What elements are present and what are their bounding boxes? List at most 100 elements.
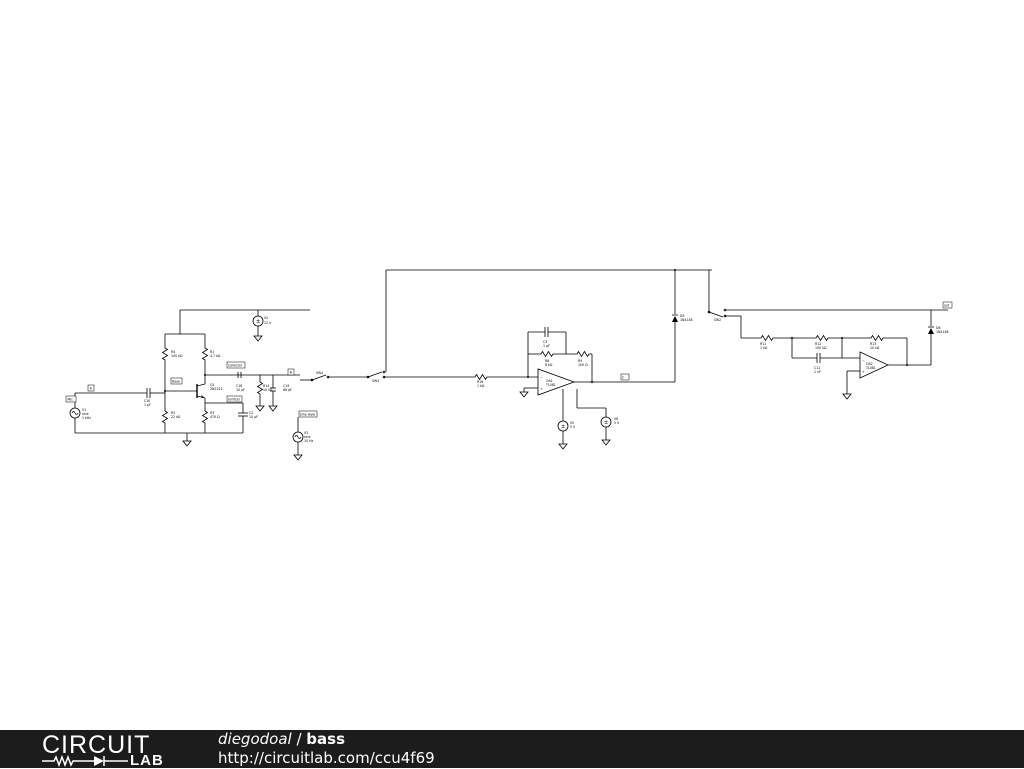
r13-name: R13	[870, 342, 876, 346]
sw2-name: SW2	[714, 318, 721, 322]
svg-text:Mic: Mic	[68, 398, 74, 402]
c2-name: C2	[249, 411, 253, 415]
oa2-value: TL081	[865, 366, 876, 370]
logo-text-circuit: CIRCUIT	[42, 731, 151, 759]
r13-value: 10 kΩ	[870, 346, 880, 350]
svg-text:Sine level: Sine level	[300, 413, 316, 417]
project-title: diegodoal / bass	[218, 730, 345, 748]
c3-value: 1 µF	[543, 344, 550, 348]
d6-value: 1N4148	[936, 330, 949, 334]
circuitlab-logo[interactable]: CIRCUIT LAB	[42, 731, 177, 769]
r4-name: R4	[171, 350, 175, 354]
source-v1	[69, 407, 81, 419]
svg-text:Emitter: Emitter	[228, 398, 240, 402]
svg-text:out: out	[944, 304, 950, 308]
sw4-name: SW4	[316, 371, 323, 375]
r16-value: 1 kΩ	[477, 384, 485, 388]
net-label-sine-level: Sine level	[298, 410, 318, 418]
c18-name: C18	[236, 384, 242, 388]
preamp-stage: ± V2 12 V R4 100 kΩ R2 22 kΩ R1 4.7 kΩ R…	[65, 309, 310, 447]
svg-text:+: +	[540, 387, 543, 391]
r8-name: R8	[545, 359, 549, 363]
c10-name: C10	[144, 399, 150, 403]
r4-value: 100 kΩ	[171, 354, 183, 358]
logo-text-lab: LAB	[130, 752, 164, 769]
d5-name: D5	[680, 314, 684, 318]
r14-name: R14	[263, 384, 269, 388]
oa1-name: OA1	[546, 379, 553, 383]
opamp-stage-1: R16 1 kΩ C3 1 µF R8 8 kΩ R9 100 Ω − + OA…	[384, 269, 693, 450]
footer-bar: CIRCUIT LAB diegodoal / bass http://circ…	[0, 730, 1024, 769]
q1-value: 2N2222	[210, 387, 223, 391]
c19-name: C19	[283, 384, 289, 388]
logo-waveform-icon	[42, 755, 128, 767]
project-owner-link[interactable]: diegodoal	[218, 730, 292, 748]
source-v3	[292, 431, 304, 443]
net-label-c: C	[620, 373, 630, 381]
v3-value: 10 Hz	[304, 439, 313, 443]
r8-value: 8 kΩ	[545, 363, 553, 367]
svg-text:Base: Base	[172, 380, 180, 384]
v1-value: 1 kHz	[82, 416, 91, 420]
oa1-value: TL081	[545, 383, 556, 387]
net-label-out: out	[942, 301, 953, 309]
v6-value: 5 V	[614, 421, 620, 425]
c2-value: 10 µF	[249, 415, 258, 419]
sw3-name: SW3	[372, 379, 379, 383]
v1-name: V1	[82, 408, 86, 412]
v5-value: 5 V	[570, 425, 576, 429]
r11-name: R11	[760, 342, 766, 346]
circuit-schematic: ± V2 12 V R4 100 kΩ R2 22 kΩ R1 4.7 kΩ R…	[65, 269, 953, 461]
source-v2: ± V2 12 V	[252, 310, 272, 342]
svg-text:±: ±	[256, 319, 260, 325]
oa2-name: OA2	[866, 362, 873, 366]
v2-value: 12 V	[264, 321, 272, 325]
c18-value: 10 µF	[236, 388, 245, 392]
svg-text:−: −	[540, 376, 543, 380]
net-label-b: B	[287, 368, 295, 376]
svg-text:+: +	[862, 370, 865, 374]
v3-type: sine	[304, 435, 311, 439]
title-separator: /	[291, 730, 307, 748]
net-label-collector: Collector	[226, 361, 246, 369]
r9-value: 100 Ω	[578, 363, 588, 367]
net-label-mic: Mic	[65, 395, 77, 403]
r1-value: 4.7 kΩ	[210, 354, 221, 358]
switch-stage: Sine level V3 sine 10 Hz SW4 SW3	[292, 269, 712, 461]
svg-text:±: ±	[561, 424, 565, 430]
r2-value: 22 kΩ	[171, 415, 181, 419]
c3-name: C3	[543, 340, 547, 344]
project-url-link[interactable]: http://circuitlab.com/ccu4f69	[218, 749, 435, 767]
transistor-q1: Q1 2N2222	[165, 383, 223, 399]
opamp-stage-2: SW2 R11 1 kΩ R12 100 kΩ R13 10 kΩ C11 1 …	[707, 270, 953, 400]
q1-name: Q1	[210, 383, 215, 387]
c11-name: C11	[814, 366, 820, 370]
r16-name: R16	[477, 380, 483, 384]
net-label-base: Base	[170, 377, 183, 385]
svg-text:±: ±	[604, 420, 608, 426]
v5-name: V5	[570, 421, 574, 425]
r11-value: 1 kΩ	[760, 346, 768, 350]
v1-type: sine	[82, 412, 89, 416]
r14-value: 10 kΩ	[263, 388, 273, 392]
d6-name: D6	[936, 326, 940, 330]
r9-name: R9	[578, 359, 582, 363]
svg-text:A: A	[90, 387, 93, 391]
r3-name: R3	[210, 411, 214, 415]
c11-value: 1 nF	[814, 370, 821, 374]
net-label-emitter: Emitter	[226, 395, 243, 403]
net-label-a: A	[87, 384, 95, 392]
r1-name: R1	[210, 350, 214, 354]
svg-text:−: −	[862, 359, 865, 363]
c19-value: 68 pF	[283, 388, 292, 392]
v6-name: V6	[614, 417, 618, 421]
svg-text:Collector: Collector	[228, 364, 243, 368]
r2-name: R2	[171, 411, 175, 415]
v3-name: V3	[304, 431, 308, 435]
v2-name: V2	[264, 316, 268, 320]
r3-value: 470 Ω	[210, 415, 220, 419]
project-name-link[interactable]: bass	[306, 730, 345, 748]
d5-value: 1N4148	[680, 318, 693, 322]
r12-name: R12	[815, 342, 821, 346]
r12-value: 100 kΩ	[815, 346, 827, 350]
